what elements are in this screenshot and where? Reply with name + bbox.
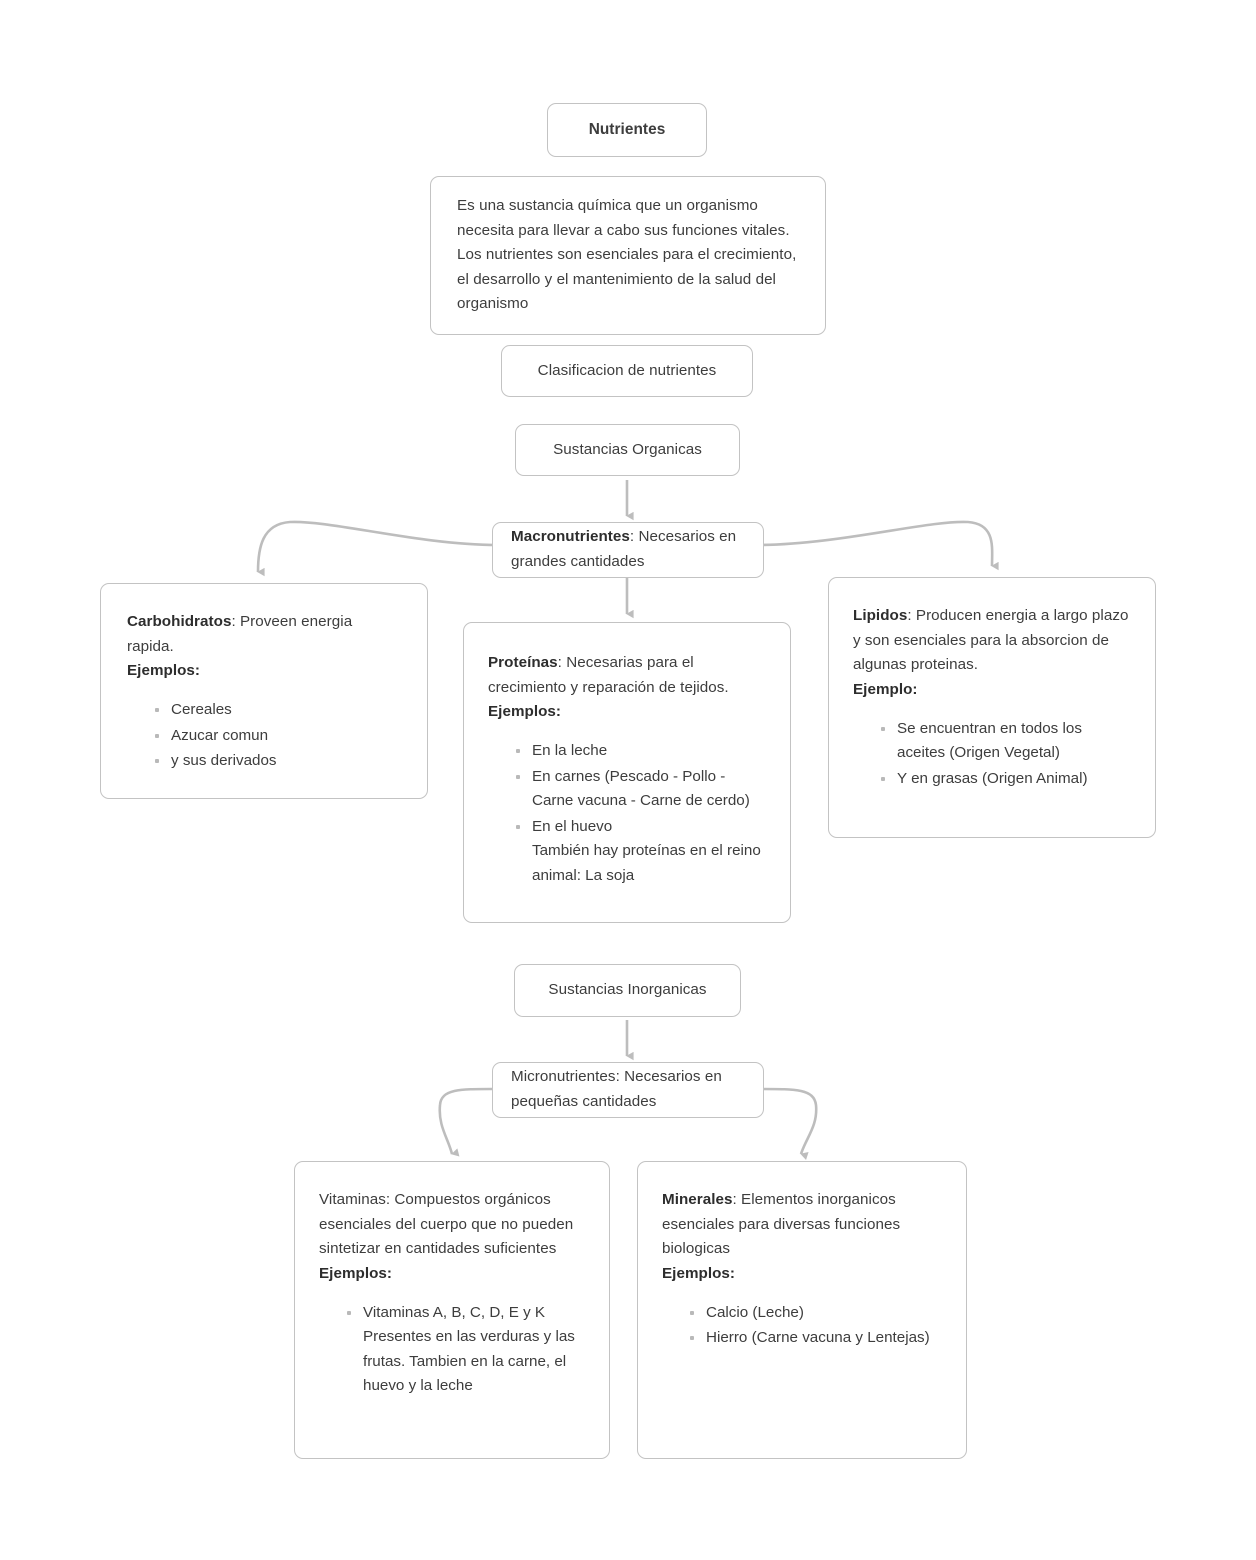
node-vitaminas-list: Vitaminas A, B, C, D, E y K Presentes en… <box>319 1301 585 1401</box>
list-item: Hierro (Carne vacuna y Lentejas) <box>688 1326 942 1351</box>
list-item: En carnes (Pescado - Pollo - Carne vacun… <box>514 765 766 814</box>
list-item: Se encuentran en todos los aceites (Orig… <box>879 717 1131 766</box>
edge-macro-to-carbohidratos <box>256 520 498 577</box>
list-item: En la leche <box>514 739 766 764</box>
node-minerales-list: Calcio (Leche) Hierro (Carne vacuna y Le… <box>662 1301 942 1352</box>
node-proteinas-title: Proteínas <box>488 654 558 671</box>
node-proteinas[interactable]: Proteínas: Necesarias para el crecimient… <box>463 622 791 923</box>
list-item: Calcio (Leche) <box>688 1301 942 1326</box>
list-item: Azucar comun <box>153 724 401 749</box>
node-minerales-title: Minerales <box>662 1191 733 1208</box>
node-proteinas-examples-label: Ejemplos: <box>488 703 562 721</box>
node-definicion[interactable]: Es una sustancia química que un organism… <box>430 176 826 335</box>
node-minerales-rest: : Elementos inorganicos esenciales para … <box>662 1191 901 1258</box>
node-sustancias-inorganicas-label: Sustancias Inorganicas <box>548 981 707 999</box>
edge-micro-to-minerales <box>761 1087 818 1160</box>
node-clasificacion[interactable]: Clasificacion de nutrientes <box>501 345 753 397</box>
node-nutrientes[interactable]: Nutrientes <box>547 103 707 157</box>
node-micronutrientes-label: Micronutrientes: Necesarios en pequeñas … <box>511 1068 722 1110</box>
list-item: Y en grasas (Origen Animal) <box>879 767 1131 792</box>
node-carbohidratos-examples-label: Ejemplos: <box>127 662 201 680</box>
node-definicion-text: Es una sustancia química que un organism… <box>457 196 797 313</box>
edge-micro-to-vitaminas <box>438 1087 493 1157</box>
list-item: Vitaminas A, B, C, D, E y K Presentes en… <box>345 1301 585 1400</box>
node-minerales[interactable]: Minerales: Elementos inorganicos esencia… <box>637 1161 967 1459</box>
node-vitaminas[interactable]: Vitaminas: Compuestos orgánicos esencial… <box>294 1161 610 1459</box>
node-lipidos-examples-label: Ejemplo: <box>853 680 918 698</box>
node-carbohidratos-rest: : Proveen energia rapida. <box>127 613 353 655</box>
node-macronutrientes[interactable]: Macronutrientes: Necesarios en grandes c… <box>492 522 764 578</box>
edge-macro-to-lipidos <box>756 520 999 571</box>
node-proteinas-rest: : Necesarias para el crecimiento y repar… <box>488 654 729 696</box>
node-clasificacion-label: Clasificacion de nutrientes <box>537 361 717 379</box>
node-minerales-examples-label: Ejemplos: <box>662 1264 736 1282</box>
node-lipidos-rest: : Producen energia a largo plazo y son e… <box>853 607 1129 674</box>
node-proteinas-list: En la leche En carnes (Pescado - Pollo -… <box>488 739 766 890</box>
node-sustancias-organicas-label: Sustancias Organicas <box>553 440 702 458</box>
node-vitaminas-examples-label: Ejemplos: <box>319 1264 393 1282</box>
node-nutrientes-label: Nutrientes <box>588 120 666 138</box>
node-macronutrientes-rest: : Necesarios en grandes cantidades <box>511 528 737 570</box>
node-vitaminas-text: Vitaminas: Compuestos orgánicos esencial… <box>319 1191 574 1258</box>
node-sustancias-organicas[interactable]: Sustancias Organicas <box>515 424 740 476</box>
list-item: Cereales <box>153 698 401 723</box>
node-sustancias-inorganicas[interactable]: Sustancias Inorganicas <box>514 964 741 1017</box>
node-macronutrientes-title: Macronutrientes <box>511 528 630 546</box>
node-carbohidratos-title: Carbohidratos <box>127 613 232 630</box>
node-micronutrientes[interactable]: Micronutrientes: Necesarios en pequeñas … <box>492 1062 764 1118</box>
node-carbohidratos-list: Cereales Azucar comun y sus derivados <box>127 698 401 775</box>
node-lipidos-title: Lipidos <box>853 607 908 624</box>
list-item: En el huevo También hay proteínas en el … <box>514 815 766 889</box>
node-carbohidratos[interactable]: Carbohidratos: Proveen energia rapida. E… <box>100 583 428 799</box>
node-lipidos[interactable]: Lipidos: Producen energia a largo plazo … <box>828 577 1156 838</box>
node-lipidos-list: Se encuentran en todos los aceites (Orig… <box>853 717 1131 793</box>
list-item: y sus derivados <box>153 749 401 774</box>
